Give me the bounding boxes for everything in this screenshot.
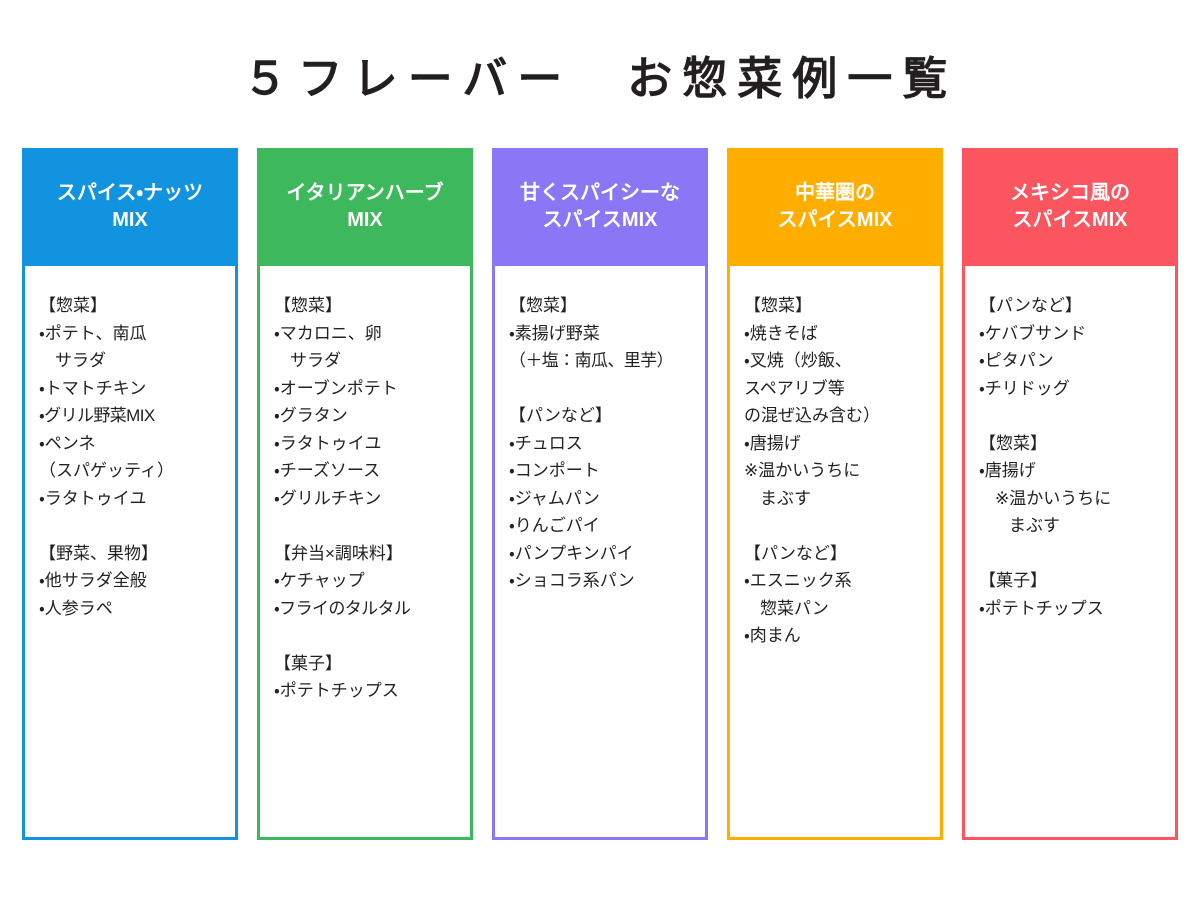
item-group-title: 【菓子】 bbox=[979, 571, 1047, 591]
flavor-card-header-line: 中華圏の bbox=[795, 182, 875, 204]
list-item: ・ジャムパン bbox=[509, 488, 600, 508]
item-group: 【惣菜】・素揚げ野菜 （＋塩：南瓜、里芋） bbox=[509, 292, 695, 375]
flavor-card-header-line: スパイスMIX bbox=[1012, 209, 1128, 231]
list-item: ・チュロス bbox=[509, 433, 583, 453]
list-item: ・グリルチキン bbox=[274, 488, 382, 508]
list-item: サラダ bbox=[290, 351, 341, 371]
list-item: ※温かいうちに bbox=[995, 488, 1112, 508]
list-item: ・ペンネ bbox=[39, 433, 96, 453]
list-item: ・ケチャップ bbox=[274, 571, 365, 591]
flavor-card-header-line: スパイスMIX bbox=[542, 209, 658, 231]
flavor-card-body-chinese-spice-mix: 【惣菜】・焼きそば・叉焼（炒飯、スペアリブ等の混ぜ込み含む） ・唐揚げ ※温かいうち… bbox=[727, 266, 943, 840]
list-item: ・グリル野菜MIX bbox=[39, 406, 155, 426]
flavor-card-body-italian-herb-mix: 【惣菜】・マカロニ、卵サラダ・オーブンポテト・グラタン・ラタトゥイユ・チーズソー… bbox=[257, 266, 473, 840]
flavor-card-header-line: スパイスMIX bbox=[777, 209, 893, 231]
flavor-card-header-chinese-spice-mix: 中華圏のスパイスMIX bbox=[727, 148, 943, 266]
flavor-card-body-mexican-spice-mix: 【パンなど】・ケバブサンド・ピタパン・チリドッグ【惣菜】・唐揚げ ※温かいうちにま… bbox=[962, 266, 1178, 840]
list-item: スペアリブ等 bbox=[744, 378, 845, 398]
flavor-card-body-spice-nuts-mix: 【惣菜】・ポテト、南瓜サラダ・トマトチキン・グリル野菜MIX ・ペンネ （スパゲッテ… bbox=[22, 266, 238, 840]
item-group-title: 【弁当×調味料】 bbox=[274, 543, 403, 563]
list-item: （＋塩：南瓜、里芋） bbox=[509, 351, 674, 371]
flavor-card-header-italian-herb-mix: イタリアンハーブ MIX bbox=[257, 148, 473, 266]
list-item: ・パンプキンパイ bbox=[509, 543, 634, 563]
list-item: 惣菜パン bbox=[760, 598, 829, 618]
item-group-title: 【惣菜】 bbox=[744, 296, 812, 315]
flavor-card-sweet-spicy-mix: 甘くスパイシーなスパイスMIX 【惣菜】・素揚げ野菜 （＋塩：南瓜、里芋） 【パンなど… bbox=[492, 148, 708, 840]
list-item: の混ぜ込み含む） bbox=[744, 406, 880, 426]
flavor-card-mexican-spice-mix: メキシコ風のスパイスMIX【パンなど】・ケバブサンド・ピタパン・チリドッグ【惣菜… bbox=[962, 148, 1178, 840]
list-item: （スパゲッティ） bbox=[39, 461, 174, 481]
list-item: ・ケバブサンド bbox=[979, 323, 1087, 343]
flavor-card-header-line: MIX bbox=[347, 209, 383, 231]
item-group: 【惣菜】・マカロニ、卵サラダ・オーブンポテト・グラタン・ラタトゥイユ・チーズソー… bbox=[274, 292, 460, 512]
list-item: ・他サラダ全般 bbox=[39, 571, 147, 591]
flavor-card-body-sweet-spicy-mix: 【惣菜】・素揚げ野菜 （＋塩：南瓜、里芋） 【パンなど】・チュロス・コンポート・ジャ… bbox=[492, 266, 708, 840]
list-item: サラダ bbox=[55, 351, 106, 371]
list-item: ・チーズソース bbox=[274, 461, 381, 481]
list-item: ・ピタパン bbox=[979, 351, 1054, 371]
list-item: ・トマトチキン bbox=[39, 378, 147, 398]
item-group: 【野菜、果物】・他サラダ全般・人参ラペ bbox=[39, 540, 225, 623]
flavor-card-header-spice-nuts-mix: スパイス・ナッツ MIX bbox=[22, 148, 238, 266]
list-item: ・チリドッグ bbox=[979, 378, 1070, 398]
flavor-card-header-line: MIX bbox=[112, 209, 148, 231]
item-group-title: 【パンなど】 bbox=[509, 406, 612, 426]
item-group-title: 【パンなど】 bbox=[744, 543, 847, 563]
item-group: 【パンなど】・チュロス・コンポート・ジャムパン・りんごパイ・パンプキンパイ・ショ… bbox=[509, 402, 695, 595]
list-item: ・焼きそば bbox=[744, 323, 818, 343]
page-title: ５フレーバー お惣菜例一覧 bbox=[242, 53, 958, 104]
list-item: ・素揚げ野菜 bbox=[509, 323, 600, 343]
flavor-card-header-mexican-spice-mix: メキシコ風のスパイスMIX bbox=[962, 148, 1178, 266]
list-item: ・フライのタルタル bbox=[274, 598, 411, 618]
item-group: 【菓子】・ポテトチップス bbox=[274, 650, 460, 705]
list-item: ・ポテトチップス bbox=[274, 681, 399, 701]
item-group: 【菓子】・ポテトチップス bbox=[979, 567, 1165, 622]
list-item: まぶす bbox=[760, 488, 811, 508]
item-group-title: 【野菜、果物】 bbox=[39, 543, 158, 563]
item-group-title: 【惣菜】 bbox=[39, 296, 107, 315]
flavor-card-spice-nuts-mix: スパイス・ナッツ MIX 【惣菜】・ポテト、南瓜サラダ・トマトチキン・グリル野菜MI… bbox=[22, 148, 238, 840]
item-group-title: 【惣菜】 bbox=[979, 433, 1047, 453]
flavor-card-italian-herb-mix: イタリアンハーブ MIX 【惣菜】・マカロニ、卵サラダ・オーブンポテト・グラタン・ラ… bbox=[257, 148, 473, 840]
item-group: 【惣菜】・焼きそば・叉焼（炒飯、スペアリブ等の混ぜ込み含む） ・唐揚げ ※温かいうち… bbox=[744, 292, 930, 512]
flavor-card-header-sweet-spicy-mix: 甘くスパイシーなスパイスMIX bbox=[492, 148, 708, 266]
list-item: ・人参ラペ bbox=[39, 598, 113, 618]
item-group: 【パンなど】・エスニック系惣菜パン・肉まん bbox=[744, 540, 930, 650]
list-item: ・ポテトチップス bbox=[979, 598, 1104, 618]
flavor-card-header-line: イタリアンハーブ bbox=[286, 182, 444, 204]
list-item: ・オーブンポテト bbox=[274, 378, 398, 398]
list-item: ・マカロニ、卵 bbox=[274, 323, 382, 343]
item-group: 【惣菜】・ポテト、南瓜サラダ・トマトチキン・グリル野菜MIX ・ペンネ （スパゲッテ… bbox=[39, 292, 225, 512]
list-item: ・ポテト、南瓜 bbox=[39, 323, 147, 343]
item-group-title: 【惣菜】 bbox=[274, 296, 342, 315]
flavor-card-header-line: 甘くスパイシーな bbox=[520, 182, 680, 204]
item-group: 【パンなど】・ケバブサンド・ピタパン・チリドッグ bbox=[979, 292, 1165, 402]
list-item: ・唐揚げ bbox=[744, 433, 801, 453]
item-group-title: 【パンなど】 bbox=[979, 296, 1082, 315]
list-item: ・叉焼（炒飯、 bbox=[744, 351, 852, 371]
list-item: ・グラタン bbox=[274, 406, 348, 426]
list-item: ・エスニック系 bbox=[744, 571, 852, 591]
list-item: ・ラタトゥイユ bbox=[274, 433, 382, 453]
list-item: ・りんごパイ bbox=[509, 516, 600, 536]
flavor-card-header-line: メキシコ風の bbox=[1010, 182, 1130, 204]
item-group-title: 【菓子】 bbox=[274, 653, 342, 673]
flavor-card-chinese-spice-mix: 中華圏のスパイスMIX 【惣菜】・焼きそば・叉焼（炒飯、スペアリブ等の混ぜ込み含む… bbox=[727, 148, 943, 840]
list-item: ・肉まん bbox=[744, 626, 801, 646]
list-item: ・唐揚げ bbox=[979, 461, 1036, 481]
list-item: ※温かいうちに bbox=[744, 461, 861, 481]
flavor-card-header-line: スパイス・ナッツ bbox=[56, 182, 204, 204]
item-group-title: 【惣菜】 bbox=[509, 296, 577, 315]
list-item: ・ラタトゥイユ bbox=[39, 488, 147, 508]
list-item: ・コンポート bbox=[509, 461, 600, 481]
list-item: ・ショコラ系パン bbox=[509, 571, 635, 591]
item-group: 【惣菜】・唐揚げ ※温かいうちにまぶす bbox=[979, 430, 1165, 540]
item-group: 【弁当×調味料】・ケチャップ・フライのタルタル bbox=[274, 540, 460, 623]
list-item: まぶす bbox=[1009, 516, 1060, 536]
